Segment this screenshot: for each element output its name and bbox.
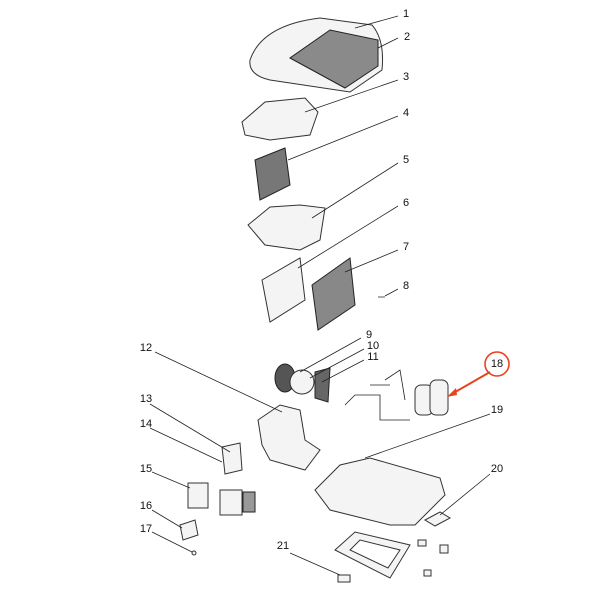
part-partition <box>261 205 399 323</box>
callout-4: 4 <box>402 107 410 119</box>
callout-17: 17 <box>139 523 153 535</box>
part-cover-plate <box>151 509 199 556</box>
part-base-pan <box>314 413 491 526</box>
callout-20: 20 <box>490 463 504 475</box>
callout-12: 12 <box>139 342 153 354</box>
callout-6: 6 <box>402 197 410 209</box>
part-air-box <box>247 162 399 251</box>
part-capacitor <box>151 471 256 516</box>
callout-5: 5 <box>402 154 410 166</box>
callout-3: 3 <box>402 71 410 83</box>
part-condenser-coil <box>311 249 399 331</box>
part-upper-housing <box>241 79 399 141</box>
part-control-board <box>149 403 243 475</box>
callout-18-highlighted: 18 <box>490 358 504 370</box>
callout-21: 21 <box>276 540 290 552</box>
part-bracket <box>154 351 321 471</box>
part-ceiling-frame <box>289 531 411 583</box>
callout-13: 13 <box>139 393 153 405</box>
part-compressor <box>344 351 510 421</box>
callout-19: 19 <box>490 404 504 416</box>
callout-16: 16 <box>139 500 153 512</box>
part-fan-motor <box>274 337 365 403</box>
callout-14: 14 <box>139 418 153 430</box>
callout-8: 8 <box>402 280 410 292</box>
callout-15: 15 <box>139 463 153 475</box>
part-shroud-cover <box>249 15 399 93</box>
part-evaporator-coil <box>254 115 399 201</box>
callout-7: 7 <box>402 241 410 253</box>
callout-2: 2 <box>403 31 411 43</box>
callout-11: 11 <box>367 351 379 363</box>
callout-10: 10 <box>366 340 380 352</box>
part-screw <box>378 288 399 298</box>
callout-1: 1 <box>402 8 410 20</box>
highlight-circle <box>484 351 510 377</box>
callout-9: 9 <box>365 329 373 341</box>
part-fittings <box>417 473 491 577</box>
